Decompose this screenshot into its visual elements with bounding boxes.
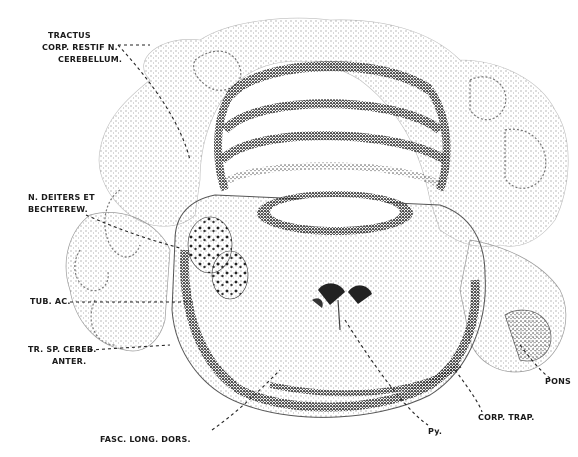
label-deiters-1: N. DEITERS ET: [28, 193, 95, 202]
label-deiters-2: BECHTEREW.: [28, 205, 88, 214]
left-lateral-lobe: [66, 212, 170, 351]
label-corp-trap: CORP. TRAP.: [478, 413, 535, 422]
fourth-ventricle: [257, 191, 413, 235]
label-tractus-1: TRACTUS: [48, 31, 91, 40]
label-py: Py.: [428, 427, 442, 436]
label-tub-ac: TUB. AC.: [30, 297, 71, 306]
leader-corp-trap: [455, 370, 482, 412]
label-tr-sp-1: TR. SP. CEREB.: [28, 345, 96, 354]
label-tractus-2: CORP. RESTIF N.: [42, 43, 118, 52]
label-pons: PONS: [545, 377, 571, 386]
label-tr-sp-2: ANTER.: [52, 357, 86, 366]
label-fasc: FASC. LONG. DORS.: [100, 435, 191, 444]
label-tractus-3: CEREBELLUM.: [58, 55, 122, 64]
